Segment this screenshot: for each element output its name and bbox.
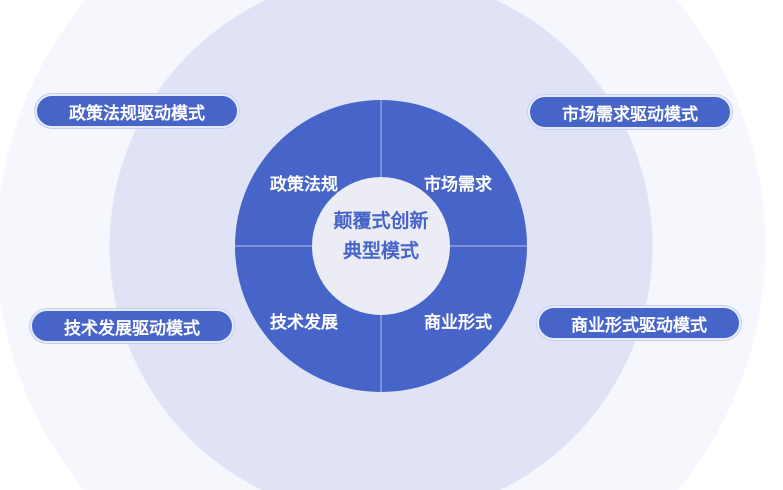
pill-market-driven: 市场需求驱动模式 [528, 95, 732, 129]
center-title: 颠覆式创新 典型模式 [313, 206, 449, 266]
core-circle [312, 177, 450, 315]
quadrant-business: 商业形式 [424, 313, 492, 333]
quadrant-policy: 政策法规 [270, 175, 338, 195]
pill-business-driven: 商业形式驱动模式 [537, 306, 741, 340]
pill-policy-driven: 政策法规驱动模式 [35, 94, 239, 128]
center-title-line1: 颠覆式创新 [333, 210, 429, 232]
pill-technology-driven: 技术发展驱动模式 [30, 309, 234, 343]
quadrant-market: 市场需求 [424, 175, 492, 195]
quadrant-technology: 技术发展 [270, 313, 338, 333]
center-title-line2: 典型模式 [342, 240, 419, 262]
